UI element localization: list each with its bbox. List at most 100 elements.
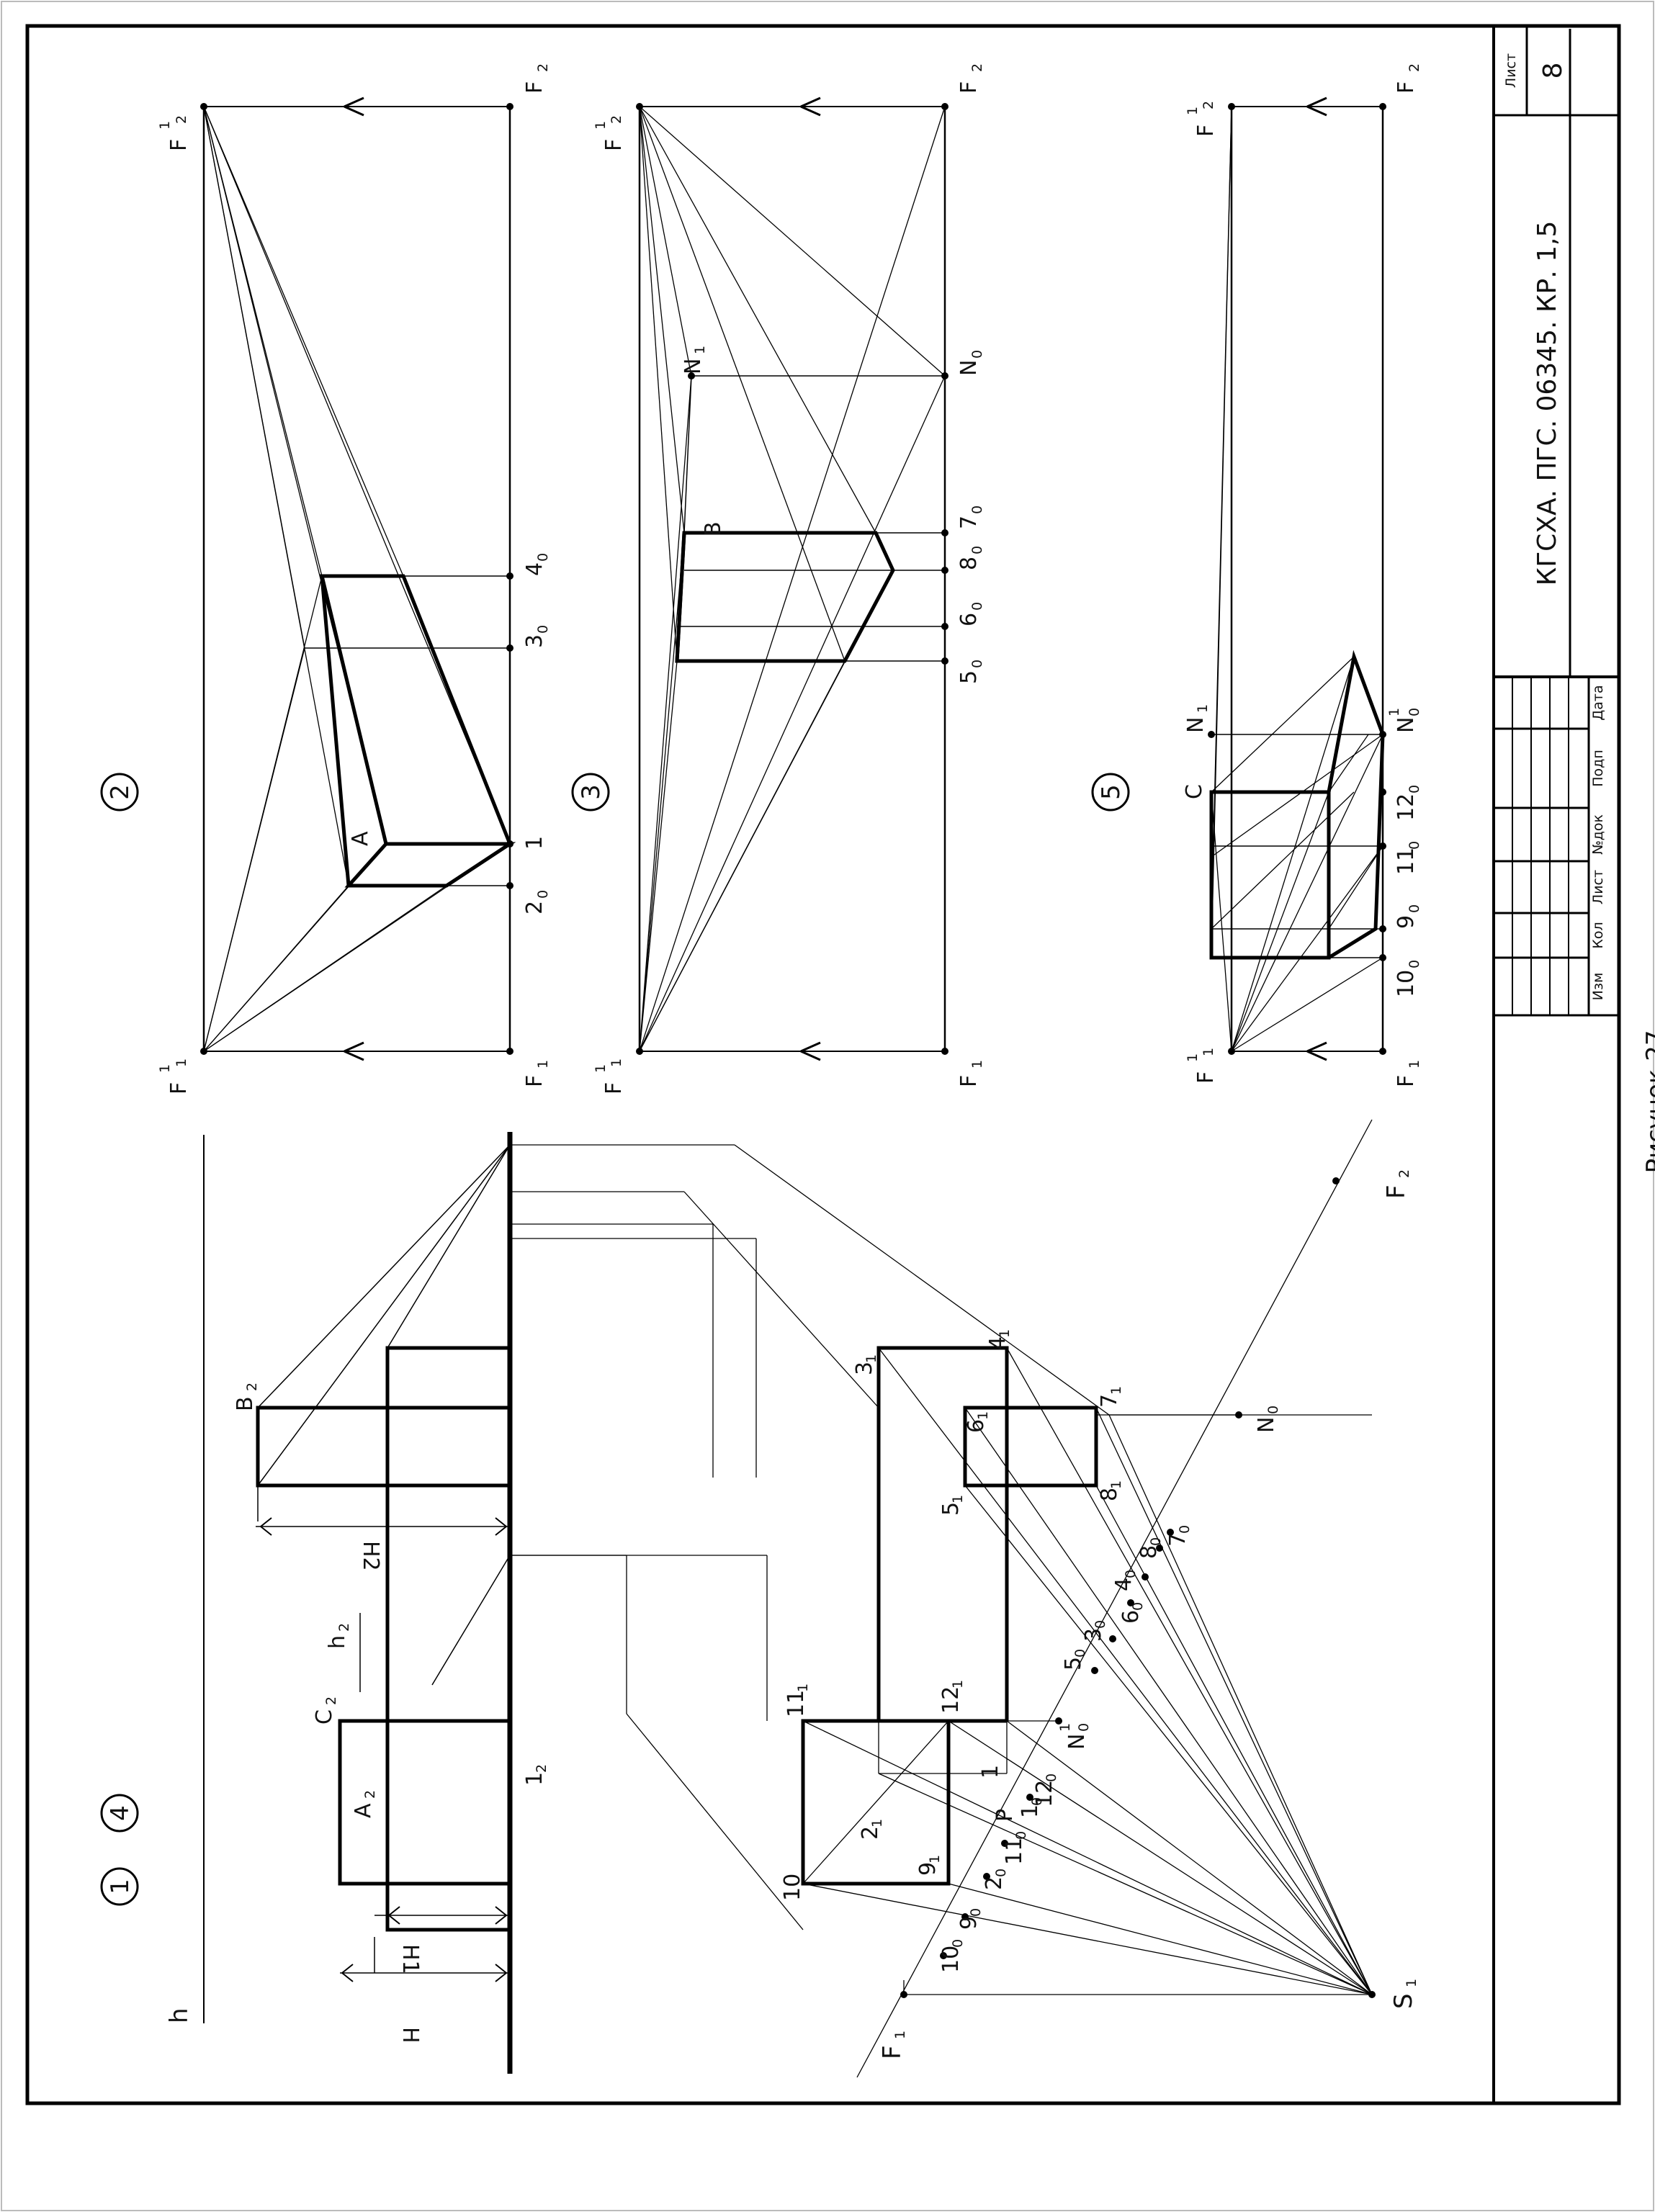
col-change: Изм (1590, 973, 1606, 1001)
svg-text:1: 1 (535, 1060, 551, 1069)
svg-text:0: 0 (1407, 708, 1422, 716)
svg-text:1: 1 (997, 1329, 1013, 1338)
svg-text:P: P (992, 1809, 1018, 1822)
svg-text:8: 8 (1097, 1488, 1122, 1501)
svg-text:1: 1 (975, 1411, 991, 1420)
svg-text:2: 2 (174, 115, 189, 124)
circle-3: 3 (571, 773, 610, 811)
svg-text:F: F (601, 139, 627, 151)
svg-text:7: 7 (1097, 1394, 1122, 1408)
svg-text:0: 0 (969, 660, 985, 668)
svg-text:0: 0 (1130, 1602, 1146, 1611)
svg-text:1: 1 (950, 1680, 966, 1689)
svg-text:1: 1 (593, 1064, 609, 1073)
svg-text:C: C (312, 1709, 337, 1725)
svg-text:1: 1 (593, 121, 609, 130)
svg-text:F: F (1193, 125, 1219, 137)
svg-text:7: 7 (956, 516, 982, 529)
svg-text:N: N (1183, 717, 1208, 733)
svg-text:N: N (956, 360, 982, 376)
svg-text:2: 2 (1201, 101, 1216, 109)
svg-text:0: 0 (1177, 1525, 1193, 1534)
drawing-1-4 (203, 1119, 1376, 2078)
svg-text:0: 0 (969, 546, 985, 554)
circle-5: 5 (1091, 773, 1130, 811)
svg-text:8: 8 (1136, 1545, 1162, 1559)
sheet-number: 8 (1538, 63, 1568, 79)
svg-text:C: C (1182, 784, 1207, 799)
svg-text:12: 12 (1032, 1780, 1057, 1807)
svg-text:F: F (522, 81, 547, 94)
svg-text:1: 1 (522, 836, 547, 850)
svg-text:B: B (233, 1396, 258, 1411)
svg-text:F: F (166, 1082, 192, 1094)
svg-text:5: 5 (1097, 784, 1126, 800)
svg-text:2: 2 (362, 1790, 378, 1799)
svg-text:0: 0 (1123, 1570, 1139, 1578)
svg-text:0: 0 (969, 602, 985, 611)
col-sign: Подп (1590, 750, 1606, 786)
svg-text:1: 1 (1201, 1048, 1216, 1056)
svg-text:1: 1 (1108, 1480, 1124, 1489)
svg-text:0: 0 (1407, 785, 1422, 793)
svg-text:9: 9 (1394, 915, 1419, 929)
svg-text:2: 2 (323, 1696, 339, 1705)
svg-text:1: 1 (927, 1855, 943, 1863)
svg-text:1: 1 (969, 1060, 985, 1069)
svg-text:F: F (1193, 1071, 1219, 1084)
circle-1: 1 (100, 1867, 139, 1906)
svg-text:4: 4 (106, 1805, 135, 1821)
svg-text:1: 1 (1057, 1723, 1073, 1732)
svg-text:2: 2 (106, 784, 135, 800)
svg-text:H2: H2 (358, 1541, 383, 1571)
svg-text:6: 6 (956, 613, 982, 626)
svg-text:0: 0 (969, 350, 985, 359)
svg-text:F: F (522, 1075, 547, 1087)
svg-text:0: 0 (969, 505, 985, 514)
svg-text:10: 10 (938, 1946, 964, 1973)
svg-text:4: 4 (522, 562, 547, 576)
sheet-label: Лист (1503, 53, 1519, 88)
title-block: Лист 8 Дата Подп №док Лист Кол Изм КГСХА… (1492, 24, 1620, 2105)
svg-text:0: 0 (1029, 1797, 1045, 1806)
svg-text:1: 1 (1404, 1979, 1419, 1987)
svg-text:1: 1 (1185, 107, 1201, 115)
svg-text:1: 1 (950, 1495, 966, 1503)
svg-text:0: 0 (1407, 904, 1422, 913)
svg-text:3: 3 (1081, 1628, 1106, 1642)
drawing-3 (636, 96, 948, 1061)
svg-text:0: 0 (535, 553, 551, 562)
svg-text:0: 0 (1093, 1620, 1108, 1629)
svg-text:2: 2 (535, 63, 551, 72)
svg-text:1: 1 (609, 1058, 624, 1067)
svg-text:1: 1 (1185, 1053, 1201, 1062)
svg-text:0: 0 (535, 625, 551, 634)
svg-text:N: N (1394, 717, 1419, 733)
svg-text:F: F (956, 81, 982, 94)
svg-text:1: 1 (522, 1772, 547, 1786)
svg-text:1: 1 (157, 121, 173, 130)
svg-text:1: 1 (978, 1765, 1003, 1779)
svg-text:0: 0 (950, 1939, 966, 1948)
svg-text:2: 2 (534, 1764, 550, 1773)
inner-frame (25, 24, 1621, 2105)
svg-text:F: F (1382, 1184, 1411, 1199)
svg-text:A: A (351, 1803, 376, 1818)
svg-text:8: 8 (956, 557, 982, 570)
circle-2: 2 (100, 773, 139, 811)
col-doc: №док (1590, 814, 1606, 855)
svg-text:7: 7 (1165, 1533, 1190, 1547)
svg-text:3: 3 (852, 1362, 877, 1375)
svg-text:F: F (601, 1082, 627, 1094)
svg-text:0: 0 (1072, 1649, 1088, 1658)
svg-text:1: 1 (864, 1354, 879, 1363)
svg-text:2: 2 (336, 1623, 352, 1632)
svg-text:S: S (1389, 1993, 1418, 2009)
svg-text:h: h (165, 2008, 194, 2023)
svg-text:0: 0 (1148, 1537, 1164, 1546)
svg-text:A: A (348, 831, 373, 846)
svg-text:3: 3 (577, 784, 606, 800)
svg-text:B: B (701, 521, 726, 536)
